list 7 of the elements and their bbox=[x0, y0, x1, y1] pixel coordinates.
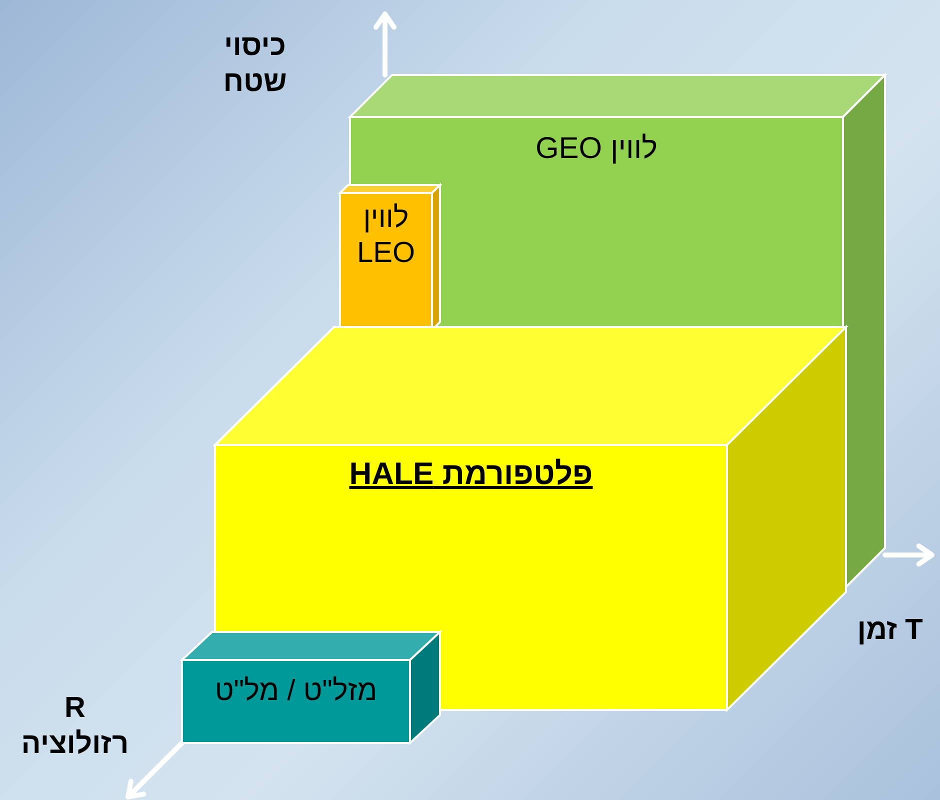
axis-label: T זמן bbox=[856, 613, 924, 648]
block-label: פלטפורמת HALE bbox=[348, 455, 594, 492]
block-label: לווין GEO bbox=[534, 131, 659, 167]
block-label: לווין LEO bbox=[356, 201, 416, 271]
axis-label: R רזולוציה bbox=[20, 691, 130, 762]
axis-label: כיסוי שטח bbox=[222, 29, 288, 100]
block-label: מזל"ט / מל"ט bbox=[214, 674, 378, 709]
